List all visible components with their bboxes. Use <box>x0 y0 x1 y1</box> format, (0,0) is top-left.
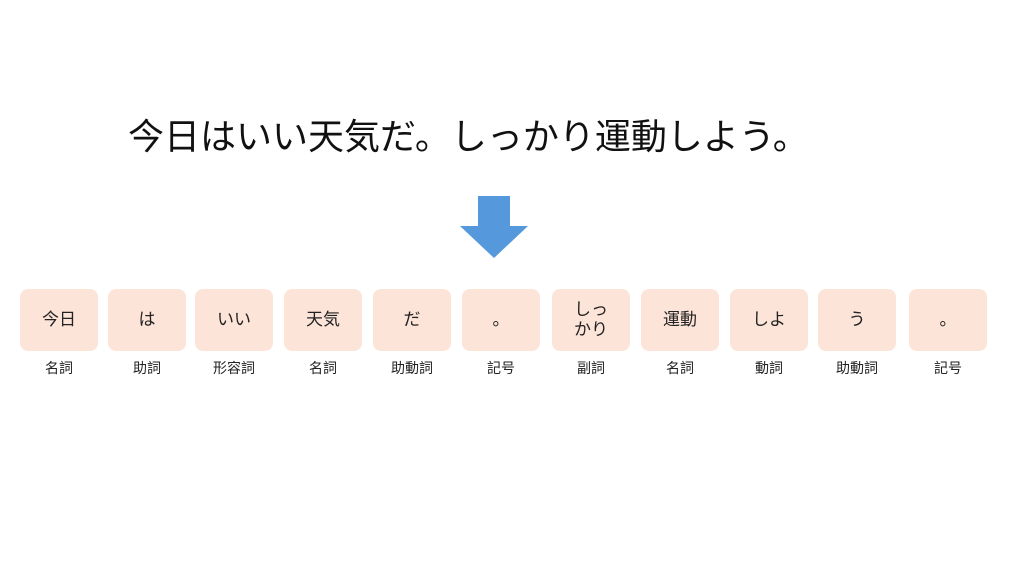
pos-label: 助動詞 <box>836 361 878 377</box>
token-box: 運動 <box>641 289 719 351</box>
pos-label: 副詞 <box>577 361 605 377</box>
input-sentence: 今日はいい天気だ。しっかり運動しよう。 <box>128 117 809 158</box>
pos-label: 助詞 <box>133 361 161 377</box>
pos-label: 動詞 <box>755 361 783 377</box>
token-box: 今日 <box>20 289 98 351</box>
token-box: いい <box>195 289 273 351</box>
pos-label: 形容詞 <box>213 361 255 377</box>
pos-label: 名詞 <box>666 361 694 377</box>
token-box: 。 <box>909 289 987 351</box>
pos-label: 名詞 <box>45 361 73 377</box>
down-arrow-icon <box>460 196 528 258</box>
token-box: だ <box>373 289 451 351</box>
token-box: は <box>108 289 186 351</box>
pos-label: 助動詞 <box>391 361 433 377</box>
pos-label: 記号 <box>934 361 962 377</box>
token-box: しっ かり <box>552 289 630 351</box>
pos-label: 記号 <box>487 361 515 377</box>
token-box: 天気 <box>284 289 362 351</box>
pos-label: 名詞 <box>309 361 337 377</box>
token-box: 。 <box>462 289 540 351</box>
token-box: う <box>818 289 896 351</box>
token-box: しよ <box>730 289 808 351</box>
